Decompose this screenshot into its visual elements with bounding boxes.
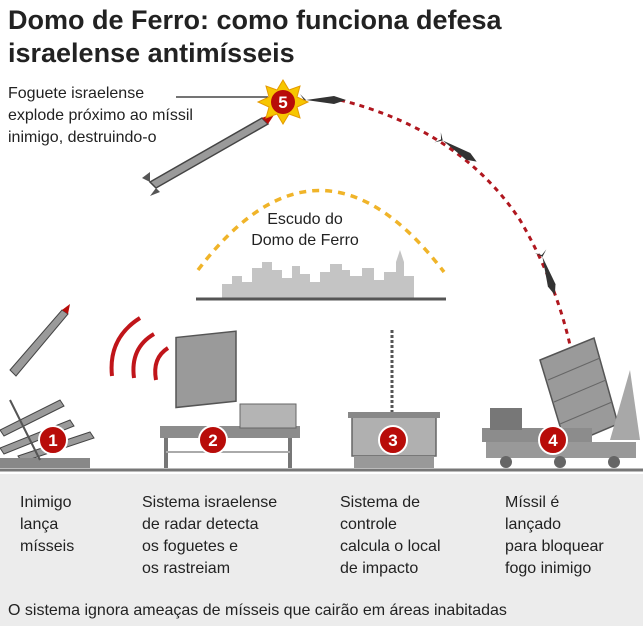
city-skyline-icon: [222, 250, 414, 298]
interceptor-rocket-icon: [142, 112, 276, 196]
radar-waves-icon: [109, 316, 170, 381]
enemy-missile-icon: [534, 249, 556, 295]
step-text-1: Inimigo lança mísseis: [20, 494, 75, 555]
step-badge-2: 2: [198, 425, 228, 455]
step-text-2: Sistema israelense de radar detecta os f…: [142, 494, 278, 577]
step-badge-3: 3: [378, 425, 408, 455]
step-text-4: Míssil é lançado para bloquear fogo inim…: [505, 494, 604, 577]
page-title: Domo de Ferro: como funciona defesa isra…: [8, 5, 502, 68]
description-band: [0, 474, 643, 626]
enemy-missile-icon: [300, 94, 346, 106]
shield-label: Escudo do Domo de Ferro: [251, 211, 359, 249]
step-text-3: Sistema de controle calcula o local de i…: [340, 494, 441, 577]
step-number-1: 1: [48, 431, 57, 450]
explosion-icon: 5: [256, 79, 310, 125]
step-badge-4: 4: [538, 425, 568, 455]
footer-note: O sistema ignora ameaças de mísseis que …: [8, 602, 507, 619]
step-number-2: 2: [208, 431, 217, 450]
explosion-number: 5: [278, 93, 287, 112]
step-badge-1: 1: [38, 425, 68, 455]
radar-unit-icon: [160, 330, 300, 468]
enemy-missile-icon: [434, 132, 477, 162]
step-number-3: 3: [388, 431, 397, 450]
step-number-4: 4: [548, 431, 558, 450]
interception-annotation: Foguete israelense explode próximo ao mí…: [8, 85, 193, 146]
trajectory-line: [339, 98, 572, 346]
